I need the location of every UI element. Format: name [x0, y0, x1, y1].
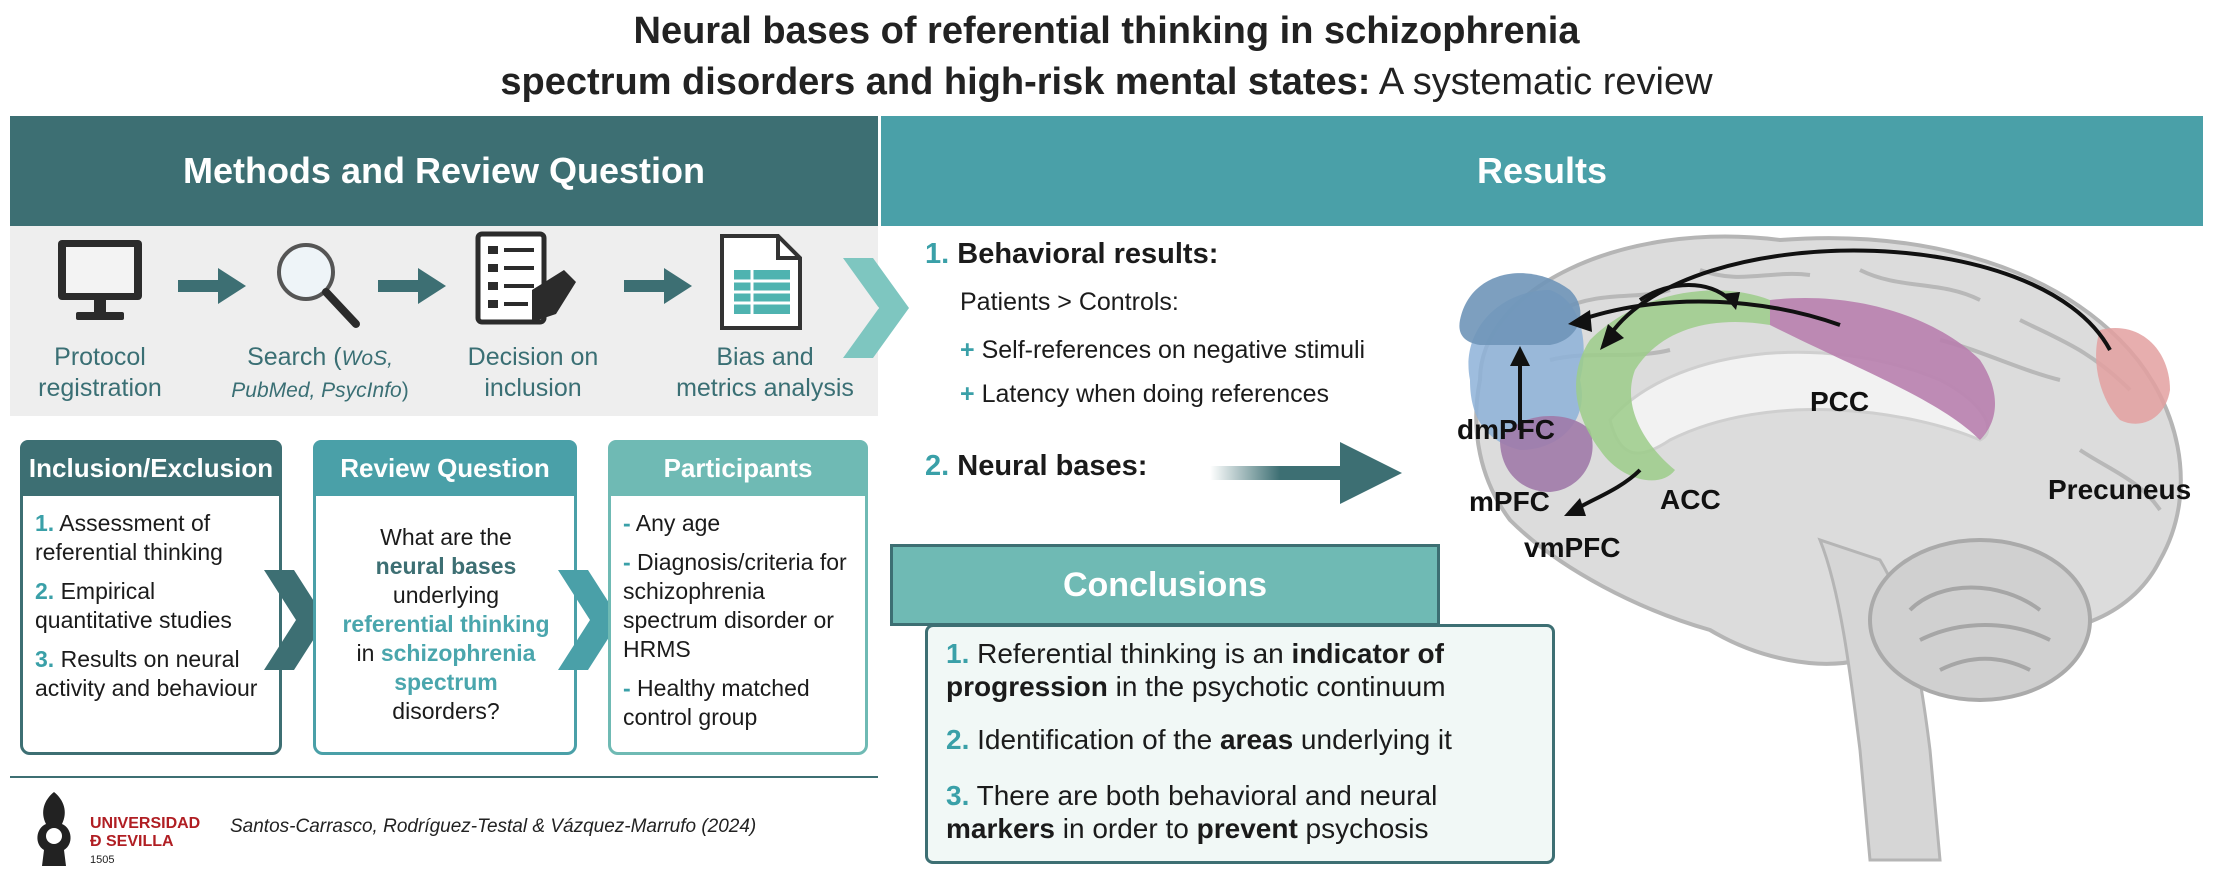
step-decision: Decision on inclusion — [467, 343, 599, 402]
flow-arrow-icon — [624, 268, 692, 304]
flow-arrow-icon — [378, 268, 446, 304]
step-search: Search (WoS, PubMed, PsycInfo) — [231, 343, 409, 402]
label-pcc: PCC — [1810, 386, 1870, 417]
university-name: UNIVERSIDAD Ð SEVILLA 1505 — [90, 815, 201, 866]
participants-header: Participants — [608, 440, 868, 496]
list-item: - Diagnosis/criteria for schizophrenia s… — [623, 549, 847, 662]
methods-flow: Protocol registration Search (WoS, PubMe… — [10, 226, 878, 416]
label-vmpfc: vmPFC — [1524, 532, 1621, 563]
neural-bases-heading: 2. Neural bases: — [925, 450, 1148, 482]
list-item: 2. Empirical quantitative studies — [35, 578, 232, 633]
page-title: Neural bases of referential thinking in … — [0, 6, 2213, 108]
precuneus-region — [2096, 328, 2170, 424]
checklist-icon — [475, 231, 576, 325]
step-bias: Bias and metrics analysis — [676, 343, 854, 402]
results-header: Results — [881, 116, 2203, 226]
inclusion-list: 1. Assessment of referential thinking 2.… — [35, 509, 269, 713]
review-header: Review Question — [313, 440, 577, 496]
conclusions-box: 1. Referential thinking is an indicator … — [925, 624, 1555, 864]
list-item: 3. Results on neural activity and behavi… — [35, 646, 258, 701]
conclusion-item: 3. There are both behavioral and neural … — [946, 780, 1438, 844]
conclusion-item: 2. Identification of the areas underlyin… — [946, 724, 1452, 755]
title-line-1: Neural bases of referential thinking in … — [633, 10, 1580, 52]
behavioral-results-heading: 1. Behavioral results: — [925, 238, 1219, 270]
brain-illustration — [1459, 234, 2183, 862]
university-seal-icon — [37, 792, 71, 866]
participants-list: - Any age - Diagnosis/criteria for schiz… — [623, 509, 855, 742]
conclusions-header: Conclusions — [890, 544, 1440, 626]
participants-card: Participants - Any age - Diagnosis/crite… — [608, 440, 868, 755]
vmpfc-region — [1500, 416, 1593, 492]
inclusion-header: Inclusion/Exclusion — [20, 440, 282, 496]
label-mpfc: mPFC — [1469, 486, 1550, 517]
review-question: What are the neural bases underlying ref… — [342, 524, 550, 724]
bullet-item: + Latency when doing references — [960, 380, 1330, 408]
conclusion-item: 1. Referential thinking is an indicator … — [946, 638, 1446, 702]
inclusion-card: Inclusion/Exclusion 1. Assessment of ref… — [20, 440, 282, 755]
citation: Santos-Carrasco, Rodríguez-Testal & Vázq… — [230, 816, 757, 837]
magnifier-icon — [277, 243, 360, 328]
acc-region — [1576, 290, 1770, 481]
review-card: Review Question What are the neural base… — [313, 440, 577, 755]
spreadsheet-icon — [720, 234, 802, 330]
bullet-item: + Self-references on negative stimuli — [960, 336, 1366, 364]
pcc-region — [1770, 298, 1995, 440]
methods-header: Methods and Review Question — [10, 116, 878, 226]
label-precuneus: Precuneus — [2048, 474, 2192, 505]
chevron-right-icon — [843, 258, 909, 358]
step-protocol: Protocol registration — [38, 343, 162, 402]
chevron-right-icon — [558, 570, 620, 670]
long-arrow-icon — [1210, 442, 1402, 504]
footer-divider — [10, 776, 878, 778]
list-item: 1. Assessment of referential thinking — [35, 510, 223, 565]
flow-arrow-icon — [178, 268, 246, 304]
dmpfc-region — [1459, 273, 1581, 345]
list-item: - Healthy matched control group — [623, 675, 810, 730]
label-dmpfc: dmPFC — [1457, 414, 1555, 445]
cerebellum — [1868, 538, 2092, 702]
label-acc: ACC — [1660, 484, 1721, 515]
computer-monitor-icon — [58, 240, 142, 320]
title-line-2: spectrum disorders and high-risk mental … — [500, 61, 1713, 103]
list-item: - Any age — [623, 510, 721, 536]
patients-vs-controls: Patients > Controls: — [960, 288, 1179, 316]
